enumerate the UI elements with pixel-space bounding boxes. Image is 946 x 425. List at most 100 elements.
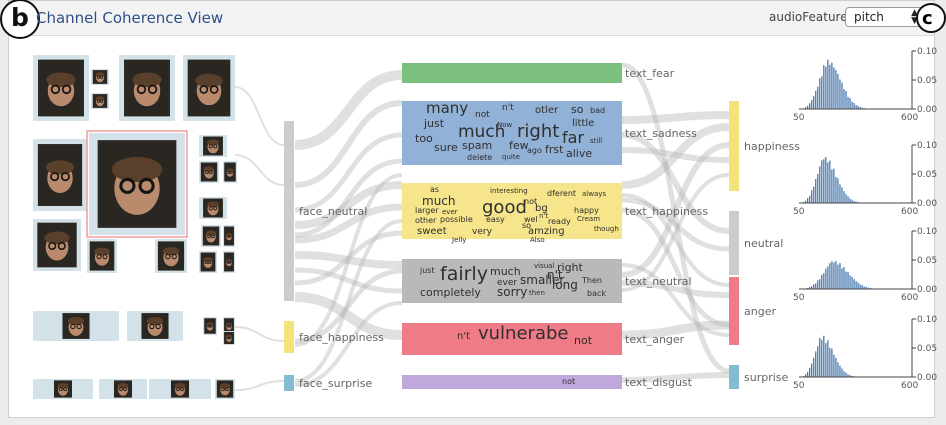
face-thumbnail[interactable]	[223, 161, 237, 183]
face-thumbnail[interactable]	[215, 379, 235, 399]
glasses-lens	[221, 387, 225, 392]
cloud-word: easy	[486, 215, 505, 224]
face-thumbnail[interactable]	[155, 239, 187, 273]
cloud-word: frst	[545, 143, 564, 156]
cloud-word: interesting	[490, 187, 528, 195]
face-thumbnail[interactable]	[199, 197, 227, 219]
face-thumbnail[interactable]	[201, 225, 221, 247]
histogram-bar	[809, 367, 811, 377]
histogram-bar	[821, 339, 823, 377]
face-thumbnail[interactable]	[183, 55, 235, 121]
histogram-bar	[821, 274, 823, 289]
face-thumbnail[interactable]	[91, 93, 109, 109]
histogram-bar	[833, 67, 835, 109]
cloud-word: as	[430, 185, 439, 194]
hair-shape	[162, 246, 180, 256]
histogram-bar	[831, 62, 833, 109]
sankey-link	[621, 207, 730, 328]
cloud-word: smaller	[520, 273, 564, 287]
face-thumbnail[interactable]	[199, 135, 227, 157]
face-channel-node[interactable]: face_surprise	[284, 375, 372, 391]
audio-channel-node[interactable]: happiness	[729, 101, 800, 191]
histogram-bar	[859, 107, 861, 109]
face-thumbnail[interactable]	[199, 161, 219, 183]
audio-channel-label: happiness	[744, 140, 800, 153]
text-node-bar	[402, 375, 622, 389]
cloud-word: very	[472, 227, 493, 237]
cloud-word: not	[574, 334, 593, 347]
audio-channel-node[interactable]: neutral	[729, 211, 783, 275]
face-thumbnail[interactable]	[223, 225, 235, 247]
histogram-bar	[819, 166, 821, 203]
sankey-link	[621, 372, 730, 383]
face-thumbnail[interactable]	[33, 139, 87, 211]
face-thumbnail[interactable]	[33, 55, 89, 121]
glasses-lens	[123, 387, 127, 392]
audio-node-bar	[729, 211, 739, 275]
audio-channel-node[interactable]: surprise	[729, 365, 789, 389]
glasses-lens	[213, 144, 218, 149]
face-thumbnail[interactable]	[203, 317, 217, 335]
face-thumbnail[interactable]	[149, 379, 211, 399]
histogram-bar	[825, 157, 827, 203]
glasses-lens	[207, 325, 210, 328]
audio-channel-node[interactable]: anger	[729, 277, 776, 345]
hair-shape	[219, 383, 231, 389]
cloud-word: completely	[420, 286, 481, 299]
cloud-word: much	[422, 194, 456, 208]
text-channel-node[interactable]: text_fear	[402, 63, 675, 83]
cloud-word: fairly	[440, 263, 488, 285]
histogram-bar	[807, 371, 809, 377]
face-thumbnail[interactable]	[87, 239, 117, 273]
face-channel-node[interactable]: face_neutral	[284, 121, 367, 301]
glasses-lens	[147, 84, 158, 95]
glasses-lens	[57, 241, 66, 251]
face-thumbnail[interactable]	[99, 379, 147, 399]
histogram-bar	[845, 271, 847, 289]
cloud-word: so	[571, 103, 584, 116]
face-thumbnail[interactable]	[223, 251, 235, 273]
face-thumbnail[interactable]	[223, 317, 235, 335]
hair-shape	[95, 96, 105, 101]
histogram-bar	[867, 287, 869, 289]
face-thumbnail[interactable]	[119, 55, 175, 121]
cloud-word: Then	[581, 276, 602, 285]
histogram-bar	[845, 372, 847, 377]
cloud-word: possible	[440, 215, 473, 224]
histogram-bar	[825, 343, 827, 377]
glasses-lens	[226, 337, 230, 340]
next-panel-badge: c	[916, 3, 946, 33]
histogram-bar	[833, 168, 835, 203]
cloud-word: long	[552, 278, 578, 292]
audio-feature-select[interactable]: pitch ▲▼	[845, 7, 925, 27]
face-thumbnail[interactable]	[91, 69, 109, 85]
histogram-bar	[835, 261, 837, 289]
x-tick-label: 50	[793, 381, 805, 391]
audio-feature-value: pitch	[854, 10, 884, 24]
histogram-bar	[849, 198, 851, 203]
histogram-bar	[817, 86, 819, 109]
cloud-word: bg	[535, 203, 548, 214]
glasses-lens	[225, 387, 229, 392]
face-thumbnail[interactable]	[33, 311, 119, 341]
hair-shape	[117, 382, 129, 389]
face-thumbnail[interactable]	[86, 130, 188, 238]
cloud-word: Now	[497, 121, 513, 129]
face-channel-node[interactable]: face_happiness	[284, 321, 384, 353]
face-thumbnail[interactable]	[223, 331, 235, 345]
cloud-word: Jelly	[451, 236, 466, 244]
histogram-bar	[817, 280, 819, 289]
glasses-lens	[228, 261, 232, 264]
face-thumbnail[interactable]	[33, 219, 81, 271]
face-thumbnail[interactable]	[33, 379, 93, 399]
face-thumbnail[interactable]	[127, 311, 183, 341]
hair-shape	[46, 72, 76, 88]
face-thumbnail[interactable]	[199, 251, 217, 273]
histogram-bar	[823, 159, 825, 203]
